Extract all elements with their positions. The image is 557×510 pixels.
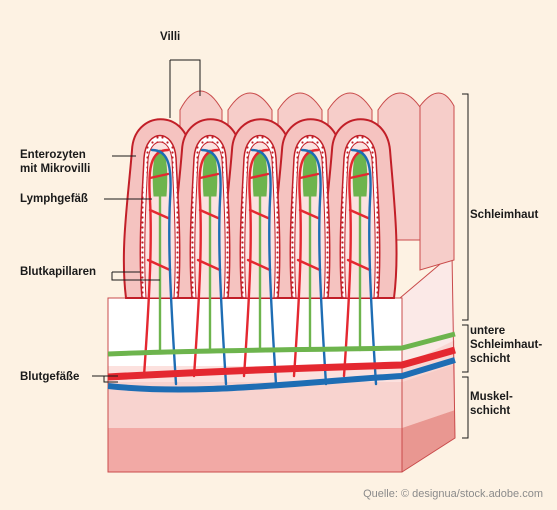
untere-schleimhautschicht-label-line2: Schleimhaut- bbox=[470, 338, 557, 352]
untere-schleimhautschicht-label-line1: untere bbox=[470, 324, 557, 338]
enterozyten-label-line1: Enterozyten bbox=[20, 148, 86, 162]
schleimhaut-label: Schleimhaut bbox=[470, 208, 557, 222]
muskelschicht-label-line1: Muskel- bbox=[470, 390, 557, 404]
untere-schleimhautschicht-label-line3: schicht bbox=[470, 352, 557, 366]
muskelschicht-label-line2: schicht bbox=[470, 404, 557, 418]
blutkapillaren-label: Blutkapillaren bbox=[20, 265, 96, 279]
enterozyten-label-line2: mit Mikrovilli bbox=[20, 162, 90, 176]
source-credit: Quelle: © designua/stock.adobe.com bbox=[363, 488, 543, 500]
lymphgefaess-label: Lymphgefäß bbox=[20, 192, 88, 206]
blutgefaesse-label: Blutgefäße bbox=[20, 370, 79, 384]
villi-label: Villi bbox=[160, 30, 180, 44]
